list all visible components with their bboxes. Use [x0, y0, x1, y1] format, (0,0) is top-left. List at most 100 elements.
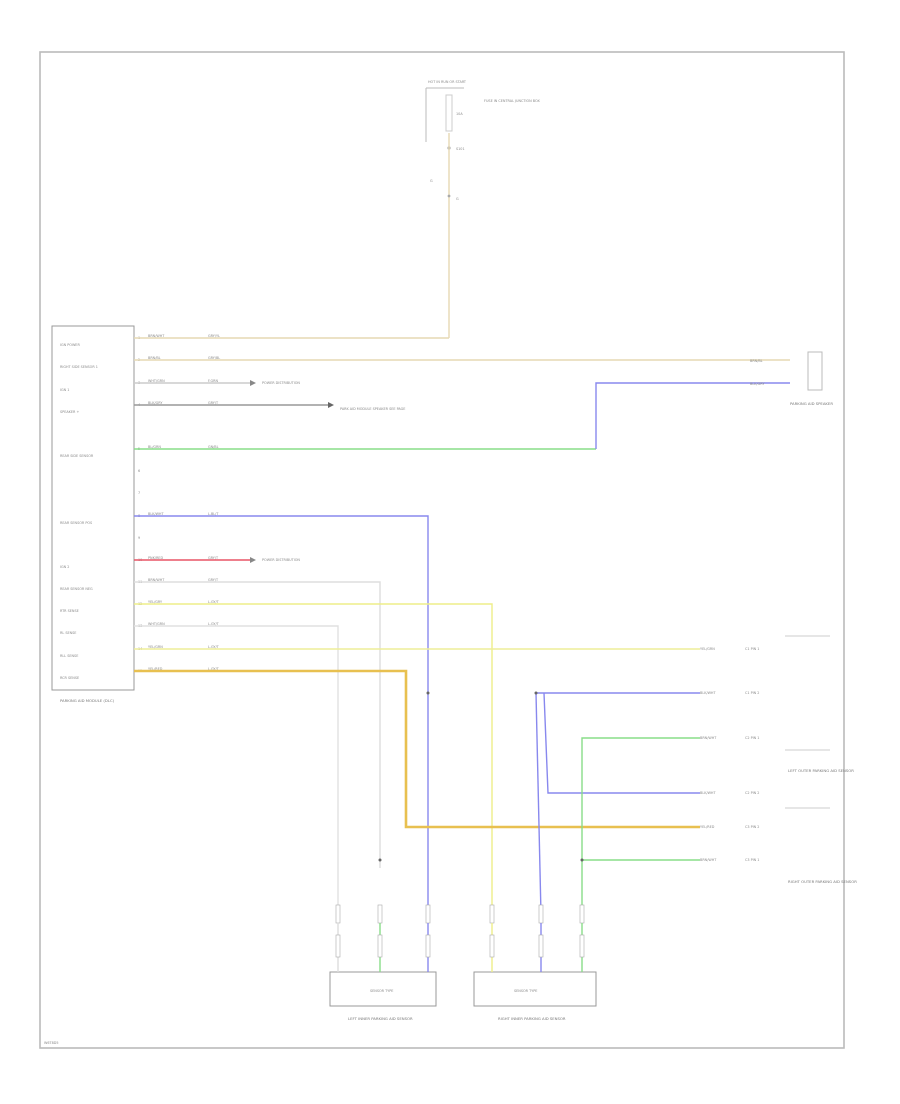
connector-pin-label: C1 PIN 2 [745, 691, 759, 695]
wire-speaker-neg [595, 382, 790, 449]
pin-label: IGN 2 [60, 565, 69, 569]
wire-gauge-code: GRY/BL [208, 356, 220, 360]
connector-wire-label: YEL/RED [700, 825, 715, 829]
speaker-wire1-label: BRN/BL [750, 359, 763, 363]
speaker-note: PARK AID MODULE SPEAKER SEE PAGE [340, 407, 405, 411]
wire-gauge-code: GRY/T [208, 556, 219, 560]
pin-tag [489, 934, 495, 958]
wire-color-code: WHT/GRN [148, 379, 165, 383]
connector-wire-label: BRN/WHT [700, 736, 717, 740]
splice-dot [378, 858, 382, 862]
ground-label: G [456, 197, 459, 201]
pin-number: 7 [138, 491, 140, 495]
fuse-rating: 10A [456, 112, 463, 116]
wire-tag [489, 904, 495, 924]
wire-label-a: G [430, 179, 433, 183]
left-sensor-body: SENSOR TYPE [370, 989, 393, 993]
pin-tag [425, 934, 431, 958]
wire-color-code: BLK/WHT [148, 512, 164, 516]
wire-rear-sensor-neg [134, 581, 381, 868]
wire-tag [538, 904, 544, 924]
splice-label: S101 [456, 147, 465, 151]
right-caption-1: LEFT OUTER PARKING AID SENSOR [788, 768, 854, 773]
speaker-wire2-label: BLK/GRY [750, 382, 765, 386]
connector-wire-label: BLK/WHT [700, 791, 716, 795]
ign2-note: POWER DISTRIBUTION [262, 558, 300, 562]
pin-label: RL SENSE [60, 631, 76, 635]
wire-color-code: BRN/WHT [148, 578, 165, 582]
wire-rtr-sense [134, 603, 493, 915]
wire-color-code: BLK/GRY [148, 401, 163, 405]
connector-pin-label: C3 PIN 2 [745, 825, 759, 829]
splice-dot [534, 691, 538, 695]
wire-tag [579, 904, 585, 924]
right-caption-2: RIGHT OUTER PARKING AID SENSOR [788, 879, 857, 884]
sensor-connectors [335, 904, 585, 972]
wire-color-code: WHT/GRN [148, 622, 165, 626]
connector-pin-label: C3 PIN 1 [745, 858, 759, 862]
pin-number: 6 [138, 469, 140, 473]
wire-gauge-code: L.GY/T [208, 667, 220, 671]
pin-label: RCR SENSE [60, 676, 79, 680]
wire-rl-sense [134, 625, 339, 915]
pin-label: RLL SENSE [60, 654, 78, 658]
fuse-section: HOT IN RUN OR START FUSE IN CENTRAL JUNC… [425, 80, 540, 338]
left-inner-sensor [329, 971, 437, 1007]
wire-color-code: BRN/WHT [148, 334, 165, 338]
wire-gauge-code: L.BL/T [208, 512, 219, 516]
connector-wire-label: BRN/WHT [700, 858, 717, 862]
connector-pin-label: C1 PIN 1 [745, 647, 759, 651]
sensor-left: SENSOR TYPE LEFT INNER PARKING AID SENSO… [329, 971, 437, 1021]
speaker-block: BRN/BL BLK/GRY PARKING AID SPEAKER [750, 351, 833, 406]
connector-dot [447, 194, 451, 198]
left-sensor-caption: LEFT INNER PARKING AID SENSOR [348, 1016, 413, 1021]
pin-label: IGN POWER [60, 343, 80, 347]
wire-gauge-code: GRY/YL [208, 334, 220, 338]
wire-gauge-code: GRY/T [208, 401, 219, 405]
parking-aid-speaker [807, 351, 823, 391]
hot-label: HOT IN RUN OR START [428, 80, 467, 84]
pin-label: REAR SENSOR POS [60, 521, 92, 525]
wire-gauge-code: F.GRN [208, 379, 218, 383]
pin-label: RIGHT SIDE SENSOR 1 [60, 365, 98, 369]
wire-rcr-sense [134, 669, 700, 829]
module-caption: PARKING AID MODULE (DLC) [60, 698, 115, 703]
wire-tag [335, 904, 341, 924]
wire-gauge-code: L.GY/T [208, 622, 220, 626]
pin-tag [377, 934, 383, 958]
right-sensor-caption: RIGHT INNER PARKING AID SENSOR [498, 1016, 566, 1021]
connector-pin-label: C2 PIN 2 [745, 791, 759, 795]
connector-wire-label: YEL/GRN [700, 647, 715, 651]
pin-label: SPEAKER + [60, 410, 79, 414]
wire-gauge-code: GRY/T [208, 578, 219, 582]
wire-rear-sensor-pos [134, 515, 429, 915]
connector-wire-label: BLK/WHT [700, 691, 716, 695]
wire-tag [377, 904, 383, 924]
wire-right-blue-3 [543, 692, 700, 794]
wire-right-blue-2 [535, 692, 542, 916]
pin-label: REAR SENSOR NEG [60, 587, 93, 591]
pin-label: IGN 1 [60, 388, 69, 392]
parking-aid-module [51, 325, 135, 691]
pin-tag [579, 934, 585, 958]
pin-tag [335, 934, 341, 958]
wire-color-code: BL/GRN [148, 445, 161, 449]
right-connector-labels: YEL/GRN C1 PIN 1 BLK/WHT C1 PIN 2 BRN/WHT C2 … [700, 635, 830, 862]
wire-color-code: YEL/GRY [148, 600, 163, 604]
wire-tag [425, 904, 431, 924]
pin-label: REAR SIDE SENSOR [60, 454, 94, 458]
sensor-right: SENSOR TYPE RIGHT INNER PARKING AID SENS… [473, 971, 597, 1021]
splice-dot [426, 691, 430, 695]
figure-code: W6T8D5 [44, 1041, 59, 1045]
wire-gauge-code: L.GY/T [208, 600, 220, 604]
right-sensor-body: SENSOR TYPE [514, 989, 537, 993]
pin-tag [538, 934, 544, 958]
fuse-symbol [445, 94, 453, 132]
wire-color-code: YEL/RED [148, 667, 163, 671]
diagram-frame [39, 51, 845, 1049]
wire-color-code: PNK/RED [148, 556, 163, 560]
pin-label: RTR SENSE [60, 609, 79, 613]
wire-gauge-code: L.GY/T [208, 645, 220, 649]
